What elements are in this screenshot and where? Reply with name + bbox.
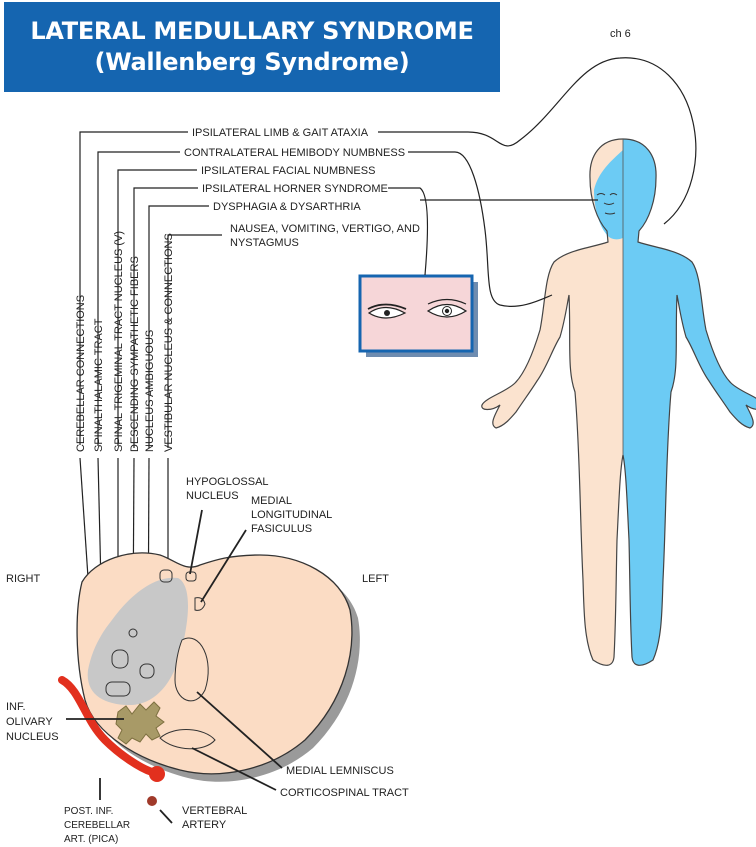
pica-artery [58, 676, 156, 776]
label-corticospinal: CORTICOSPINAL TRACT [280, 787, 409, 799]
label-pica-2: CEREBELLAR [64, 820, 130, 831]
symptom-facial-numbness: IPSILATERAL FACIAL NUMBNESS [201, 165, 375, 177]
olivary-nucleus-shape [115, 701, 165, 745]
tract-cerebellar: CEREBELLAR CONNECTIONS [75, 295, 87, 452]
symptom-ataxia: IPSILATERAL LIMB & GAIT ATAXIA [192, 127, 369, 139]
label-hypoglossal-2: NUCLEUS [186, 490, 239, 502]
vertebral-artery-dot [147, 796, 157, 806]
tract-vestibular: VESTIBULAR NUCLEUS & CONNECTIONS [163, 233, 175, 452]
label-medial-lemniscus: MEDIAL LEMNISCUS [286, 765, 394, 777]
tract-ambiguous: NUCLEUS AMBIGUOUS [144, 330, 156, 452]
page-ref: ch 6 [610, 28, 631, 40]
label-olivary-2: OLIVARY [6, 716, 53, 728]
title-line-2: (Wallenberg Syndrome) [94, 48, 410, 76]
face-numb-patch [594, 150, 623, 240]
symptom-nystagmus: NYSTAGMUS [230, 237, 299, 249]
label-pica-1: POST. INF. [64, 806, 113, 817]
label-left: LEFT [362, 573, 389, 585]
title-line-1: LATERAL MEDULLARY SYNDROME [30, 17, 474, 45]
label-right: RIGHT [6, 573, 41, 585]
structure-labels: HYPOGLOSSAL NUCLEUS MEDIAL LONGITUDINAL … [6, 476, 409, 845]
face-eyes [596, 193, 618, 196]
symptom-labels: IPSILATERAL LIMB & GAIT ATAXIA CONTRALAT… [184, 127, 420, 249]
horner-eyes-inset [358, 274, 478, 357]
tract-sympathetic: DESCENDING SYMPATHETIC FIBERS [129, 256, 141, 452]
label-mlf-1: MEDIAL [251, 495, 292, 507]
medulla-cross-section [58, 509, 360, 824]
label-vertebral-1: VERTEBRAL [182, 805, 247, 817]
label-pica-3: ART. (PICA) [64, 834, 118, 845]
tract-spinothalamic: SPINALTHALAMIC TRACT [93, 318, 105, 452]
label-hypoglossal-1: HYPOGLOSSAL [186, 476, 269, 488]
symptom-horner: IPSILATERAL HORNER SYNDROME [202, 183, 388, 195]
label-olivary-3: NUCLEUS [6, 731, 59, 743]
tract-labels: CEREBELLAR CONNECTIONS SPINALTHALAMIC TR… [75, 231, 175, 452]
tract-trigeminal: SPINAL TRIGEMINAL TRACT NUCLEUS (V) [113, 231, 125, 452]
label-vertebral-2: ARTERY [182, 819, 227, 831]
title-banner: LATERAL MEDULLARY SYNDROME (Wallenberg S… [4, 2, 500, 92]
symptom-hemibody-numbness: CONTRALATERAL HEMIBODY NUMBNESS [184, 147, 405, 159]
symptom-dysphagia: DYSPHAGIA & DYSARTHRIA [213, 201, 361, 213]
symptom-nausea: NAUSEA, VOMITING, VERTIGO, AND [230, 223, 420, 235]
label-mlf-2: LONGITUDINAL [251, 509, 332, 521]
label-mlf-3: FASICULUS [251, 523, 312, 535]
label-olivary-1: INF. [6, 701, 26, 713]
body-figure [481, 138, 756, 666]
